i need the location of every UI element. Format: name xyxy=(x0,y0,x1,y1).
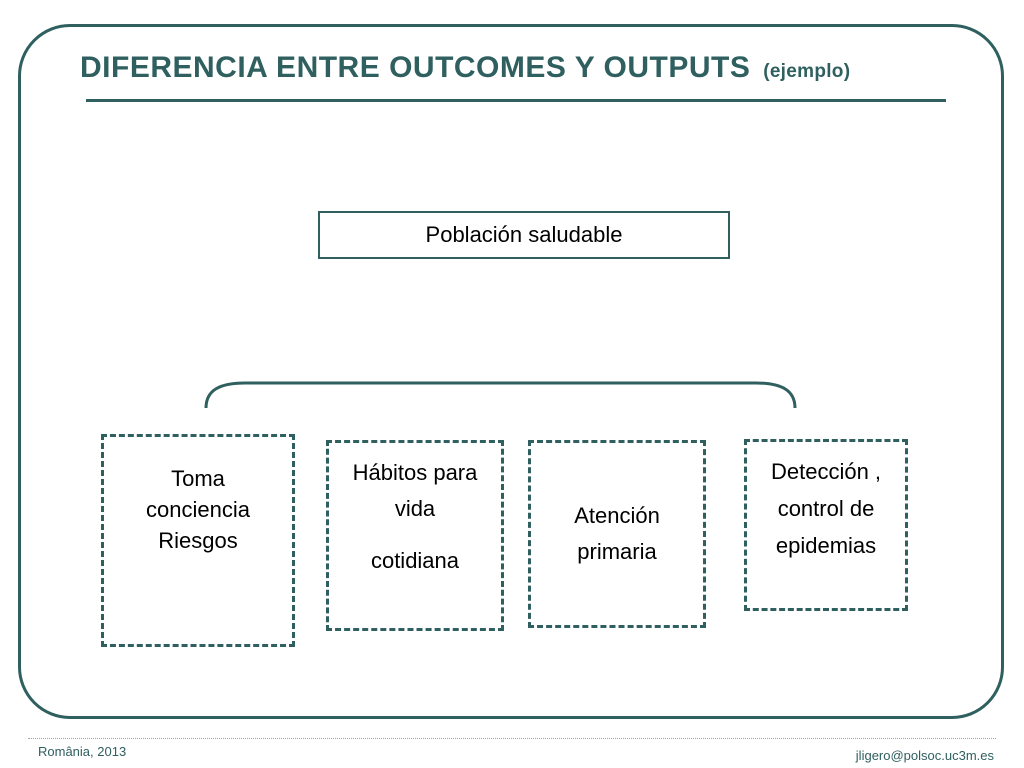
title-underline xyxy=(86,99,946,102)
output-box-epidemics-line: epidemias xyxy=(775,533,877,558)
output-box-awareness-line: Toma xyxy=(171,466,225,491)
output-box-epidemics-line: control de xyxy=(777,496,875,521)
footer-location-date: România, 2013 xyxy=(38,744,127,759)
output-box-habits: Hábitos para vida cotidiana xyxy=(326,440,504,631)
slide-frame xyxy=(18,24,1004,719)
slide-title-text: DIFERENCIA ENTRE OUTCOMES Y OUTPUTS xyxy=(80,51,751,84)
output-box-epidemics: Detección , control de epidemias xyxy=(744,439,908,611)
output-box-epidemics-line: Detección , xyxy=(770,459,882,484)
output-box-awareness-line: conciencia xyxy=(146,497,250,522)
output-box-primary-care: Atención primaria xyxy=(528,440,706,628)
output-box-primary-care-line: Atención xyxy=(574,503,660,528)
output-box-awareness-line: Riesgos xyxy=(158,528,238,553)
output-box-primary-care-line: primaria xyxy=(577,539,657,564)
output-box-awareness: Toma conciencia Riesgos xyxy=(101,434,295,647)
footer-email: jligero@polsoc.uc3m.es xyxy=(855,748,994,763)
slide-title-note: (ejemplo) xyxy=(763,61,851,82)
outcome-label: Población saludable xyxy=(425,222,623,247)
outcome-box: Población saludable xyxy=(318,211,730,259)
output-box-habits-line: vida xyxy=(394,496,436,521)
slide-title: DIFERENCIA ENTRE OUTCOMES Y OUTPUTS (eje… xyxy=(80,50,960,90)
output-box-habits-line: cotidiana xyxy=(370,548,460,573)
output-box-habits-line: Hábitos para xyxy=(352,460,478,485)
footer-divider xyxy=(28,738,996,739)
